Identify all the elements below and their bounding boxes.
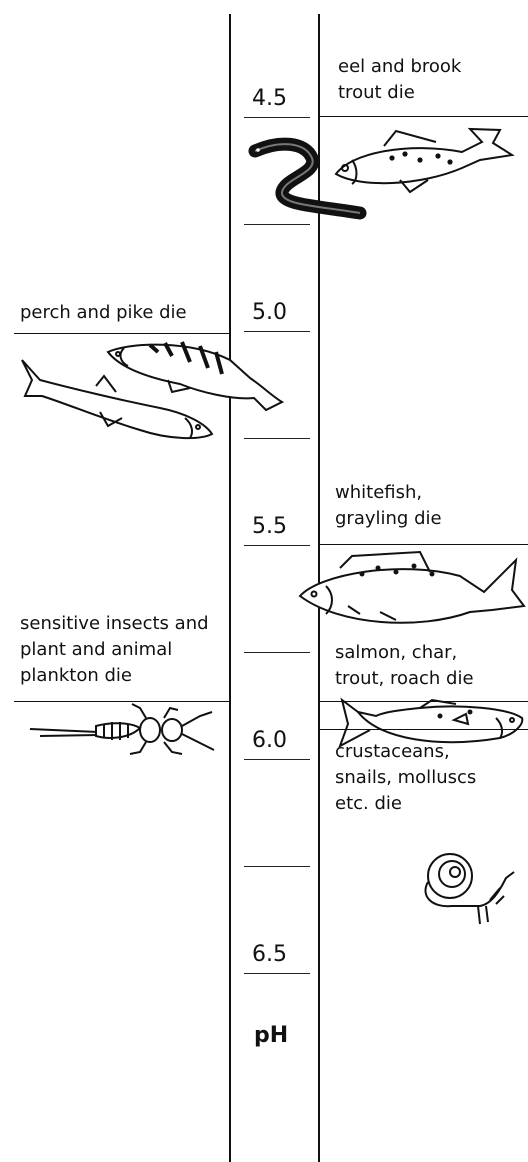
insect-icon bbox=[30, 704, 214, 754]
perch-icon bbox=[108, 342, 282, 410]
snail-icon bbox=[425, 854, 514, 924]
trout-icon bbox=[336, 129, 512, 192]
grayling-icon bbox=[300, 552, 524, 623]
salmon-icon bbox=[340, 700, 522, 746]
